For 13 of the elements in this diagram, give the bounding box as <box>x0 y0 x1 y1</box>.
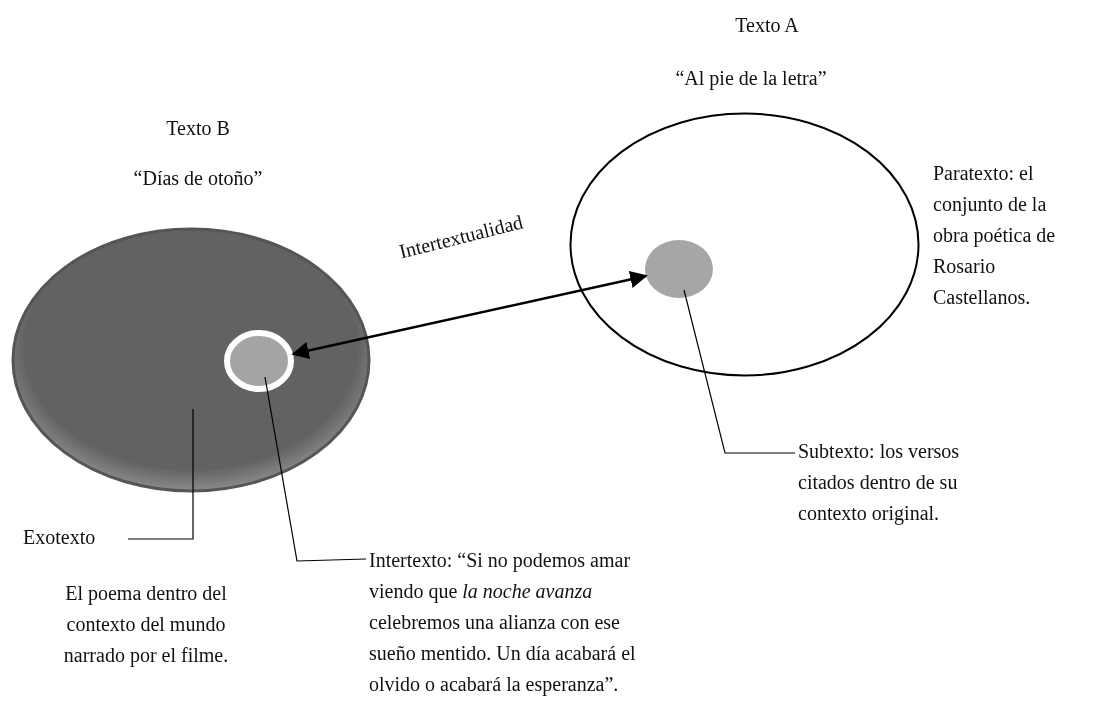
title-text: Texto A <box>735 13 799 38</box>
note-text: El poema dentro del contexto del mundo narrado por el filme. <box>62 581 230 669</box>
callout-text: Subtexto: los versos citados dentro de su contexto original. <box>798 439 961 527</box>
leader-line <box>127 408 194 540</box>
title-text: Texto B <box>166 116 230 141</box>
subtitle-text: “Días de otoño” <box>133 166 263 191</box>
arrow <box>291 270 648 360</box>
callout-text: Intertexto: “Si no podemos amar viendo que la noche avanza celebremos una alianza con ese sueño mentido. Un día acabará el olvido o acabará la esperanza”. <box>369 548 637 698</box>
leader-line <box>683 289 796 454</box>
callout-text: Exotexto <box>23 525 96 550</box>
subtitle-text: “Al pie de la letra” <box>675 66 827 92</box>
note-text: Paratexto: el conjunto de la obra poética de Rosario Castellanos. <box>933 161 1057 310</box>
leader-line <box>264 376 367 562</box>
